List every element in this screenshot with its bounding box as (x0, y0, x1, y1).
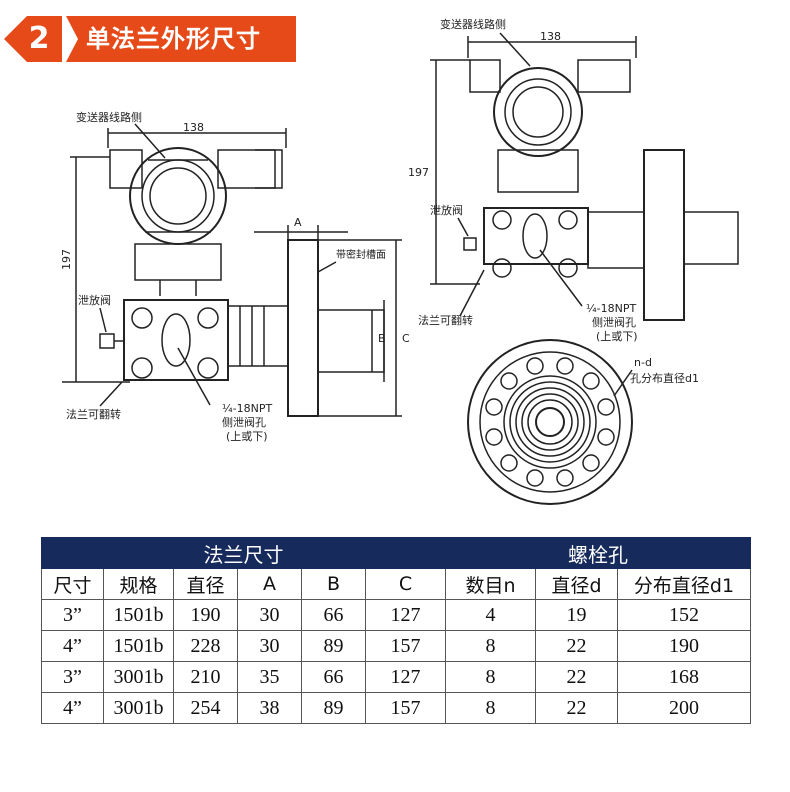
left-dim-C: C (402, 332, 410, 345)
bolt-hole (556, 357, 574, 375)
left-label-npt-3: (上或下) (226, 430, 268, 443)
left-side-view: 138 变送器线路侧 197 泄放阀 法兰可翻转 (60, 110, 410, 443)
cell: 152 (616, 599, 752, 631)
cell: 8 (445, 692, 536, 724)
cell: 200 (616, 692, 752, 724)
left-label-npt-2: 侧泄阀孔 (222, 415, 266, 429)
bolt-hole (556, 469, 574, 487)
group-header-bolt: 螺栓孔 (444, 537, 752, 569)
col-header: 直径 (173, 568, 238, 600)
cell: 157 (365, 692, 446, 724)
right-label-npt-2: 侧泄阀孔 (592, 315, 636, 329)
cell: 4” (41, 630, 104, 662)
cell: 228 (173, 630, 238, 662)
col-header: C (365, 568, 446, 600)
left-dim-width: 138 (183, 121, 204, 134)
cell: 4 (445, 599, 536, 631)
left-dim-B: B (378, 332, 386, 345)
col-header: 规格 (103, 568, 174, 600)
cell: 30 (237, 630, 302, 662)
flange-label-nd: n-d (634, 356, 652, 369)
cell: 3001b (103, 692, 174, 724)
right-label-npt-1: ¼-18NPT (586, 302, 636, 315)
bolt-hole (526, 357, 544, 375)
right-label-vent: 泄放阀 (430, 203, 463, 217)
cell: 210 (173, 661, 238, 693)
col-header: B (301, 568, 366, 600)
cell: 38 (237, 692, 302, 724)
cell: 8 (445, 630, 536, 662)
bolt-hole (597, 428, 615, 446)
cell: 66 (301, 599, 366, 631)
table-row: 3” 1501b 190 30 66 127 4 19 152 (41, 599, 752, 631)
right-label-flange-rotate: 法兰可翻转 (418, 313, 473, 327)
cell: 22 (535, 661, 618, 693)
cell: 8 (445, 661, 536, 693)
group-header-flange: 法兰尺寸 (41, 537, 446, 569)
col-header: 分布直径d1 (616, 568, 752, 600)
bolt-hole (485, 428, 503, 446)
bolt-hole (526, 469, 544, 487)
cell: 254 (173, 692, 238, 724)
col-header: 尺寸 (41, 568, 104, 600)
flange-label-d1: 孔分布直径d1 (630, 371, 699, 385)
bolt-hole (485, 398, 503, 416)
flange-face-view: n-d 孔分布直径d1 (467, 339, 699, 505)
cell: 22 (535, 630, 618, 662)
right-label-circuit-side: 变送器线路侧 (440, 17, 506, 31)
col-header: 直径d (535, 568, 618, 600)
dimension-drawings: 138 变送器线路侧 197 泄放阀 法兰可翻转 (60, 17, 739, 505)
cell: 66 (301, 661, 366, 693)
cell: 157 (365, 630, 446, 662)
cell: 1501b (103, 630, 174, 662)
table-row: 3” 3001b 210 35 66 127 8 22 168 (41, 661, 752, 693)
right-label-npt-3: (上或下) (596, 330, 638, 343)
left-label-vent: 泄放阀 (78, 293, 111, 307)
cell: 35 (237, 661, 302, 693)
bolt-hole (500, 372, 518, 390)
table-row: 4” 3001b 254 38 89 157 8 22 200 (41, 692, 752, 724)
cell: 30 (237, 599, 302, 631)
cell: 190 (173, 599, 238, 631)
right-side-view: 变送器线路侧 138 197 泄放阀 法兰可翻转 ¼-18NPT 侧泄阀孔 (上… (408, 17, 739, 343)
cell: 190 (616, 630, 752, 662)
bolt-hole (582, 372, 600, 390)
cell: 19 (535, 599, 618, 631)
cell: 127 (365, 661, 446, 693)
cell: 22 (535, 692, 618, 724)
section-banner: 2 单法兰外形尺寸 (4, 16, 296, 62)
left-dim-height: 197 (60, 249, 73, 270)
spec-table: 法兰尺寸 螺栓孔 尺寸 规格 直径 A B C 数目n 直径d 分布直径d1 3… (41, 537, 752, 724)
col-header: A (237, 568, 302, 600)
bolt-holes (485, 357, 615, 487)
table-row: 4” 1501b 228 30 89 157 8 22 190 (41, 630, 752, 662)
section-number: 2 (28, 21, 50, 56)
left-label-npt-1: ¼-18NPT (222, 402, 272, 415)
banner-shape (4, 16, 296, 62)
cell: 89 (301, 630, 366, 662)
table-header-row: 尺寸 规格 直径 A B C 数目n 直径d 分布直径d1 (41, 568, 752, 600)
cell: 3001b (103, 661, 174, 693)
cell: 127 (365, 599, 446, 631)
cell: 3” (41, 661, 104, 693)
left-label-flange-rotate: 法兰可翻转 (66, 407, 121, 421)
left-dim-A: A (294, 216, 302, 229)
bolt-hole (582, 454, 600, 472)
bolt-hole (597, 398, 615, 416)
section-title: 单法兰外形尺寸 (86, 25, 261, 53)
bolt-hole (500, 454, 518, 472)
cell: 89 (301, 692, 366, 724)
cell: 168 (616, 661, 752, 693)
cell: 1501b (103, 599, 174, 631)
right-dim-height: 197 (408, 166, 429, 179)
cell: 4” (41, 692, 104, 724)
left-label-seal-face: 带密封槽面 (336, 248, 386, 261)
right-dim-width: 138 (540, 30, 561, 43)
left-label-circuit-side: 变送器线路侧 (76, 110, 142, 124)
col-header: 数目n (445, 568, 536, 600)
cell: 3” (41, 599, 104, 631)
